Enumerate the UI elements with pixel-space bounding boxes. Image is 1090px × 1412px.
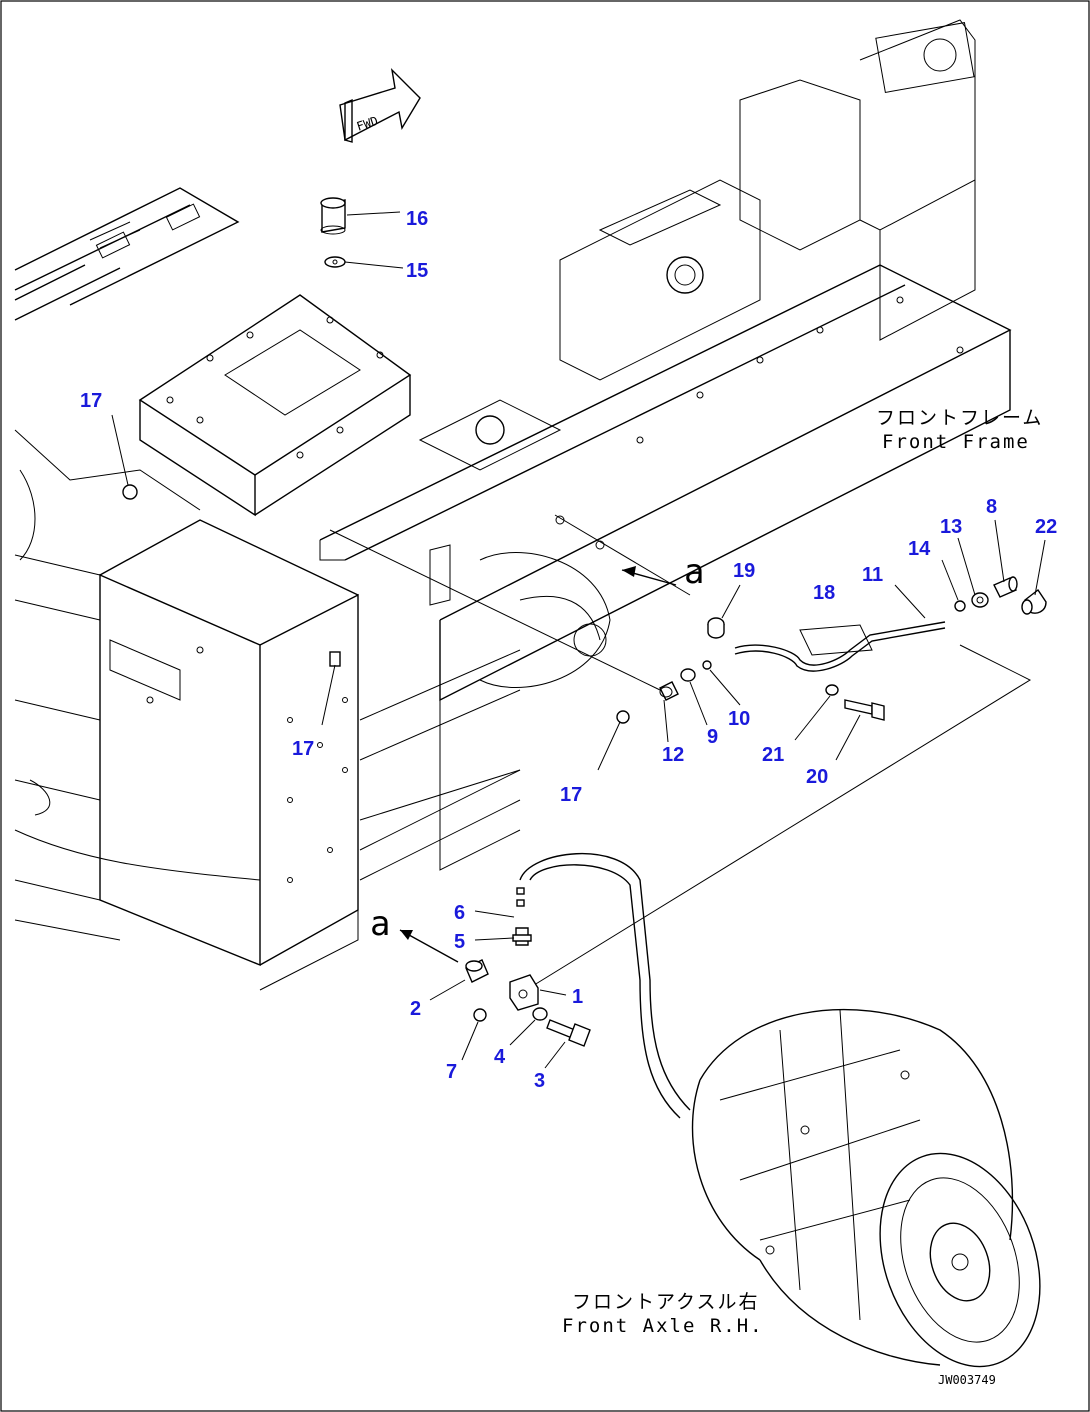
- callout-8: 8: [986, 496, 997, 518]
- plug-17a: [122, 484, 138, 500]
- callout-15: 15: [406, 260, 428, 282]
- section-mark-a-upper: a: [684, 552, 704, 592]
- callout-leaders: [111, 211, 1046, 1069]
- callout-17a: 17: [80, 390, 102, 412]
- fwd-arrow-label: FWD: [355, 114, 380, 134]
- callout-4: 4: [494, 1046, 506, 1068]
- callout-17b: 17: [292, 738, 314, 760]
- callout-5: 5: [454, 931, 465, 953]
- section-arrow-upper-icon: [621, 566, 677, 586]
- callout-10: 10: [728, 708, 750, 730]
- callout-12: 12: [662, 744, 684, 766]
- callout-2: 2: [410, 998, 421, 1020]
- section-mark-a-lower: a: [370, 904, 390, 944]
- callout-17c: 17: [560, 784, 582, 806]
- caption-front-axle-en: Front Axle R.H.: [562, 1315, 764, 1337]
- spacer-19: [707, 617, 725, 639]
- elbow-8: [993, 576, 1018, 598]
- callout-13: 13: [940, 516, 962, 538]
- callout-14: 14: [908, 538, 931, 560]
- callout-18: 18: [813, 582, 835, 604]
- block-1: [509, 974, 539, 1011]
- caption-front-frame-jp: フロントフレーム: [876, 407, 1043, 429]
- connector-12: [659, 681, 679, 701]
- bolt-3: [546, 1019, 591, 1047]
- callout-22: 22: [1035, 516, 1057, 538]
- washer-15: [324, 256, 346, 268]
- callout-6: 6: [454, 902, 465, 924]
- callout-3: 3: [534, 1070, 545, 1092]
- caption-front-frame-en: Front Frame: [882, 431, 1030, 453]
- brake-tube-11: [734, 621, 946, 672]
- plug-17b: [616, 710, 630, 724]
- mount-bracket-plate: [138, 294, 412, 517]
- callout-19: 19: [733, 560, 755, 582]
- drawing-code: JW003749: [938, 1373, 996, 1387]
- callout-1: 1: [572, 986, 583, 1008]
- connector-5: [512, 927, 532, 946]
- fwd-arrow-icon: FWD: [339, 67, 421, 143]
- rear-frame-block: [14, 429, 359, 991]
- washer-4: [532, 1007, 548, 1021]
- callout-16: 16: [406, 208, 428, 230]
- callout-20: 20: [806, 766, 828, 788]
- caption-front-axle-jp: フロントアクスル右: [572, 1291, 759, 1313]
- o-ring-6: [516, 887, 525, 907]
- spacer-2: [465, 959, 489, 983]
- mount-nut-icon-17c: [329, 651, 341, 667]
- rubber-mount-16: [320, 197, 346, 235]
- brake-hose: [519, 852, 691, 1111]
- callout-21: 21: [762, 744, 784, 766]
- washer-21: [825, 684, 839, 696]
- front-axle-rh: [691, 1008, 1041, 1368]
- plug-7: [473, 1008, 487, 1022]
- callout-11: 11: [862, 564, 883, 586]
- washer-10: [702, 660, 712, 670]
- left-frame-rails: [14, 187, 240, 321]
- nut-9: [680, 668, 696, 682]
- section-arrow-lower-icon: [399, 929, 459, 963]
- nut-13: [971, 592, 989, 608]
- front-frame-body: [319, 19, 1012, 881]
- callout-7: 7: [446, 1061, 457, 1083]
- callout-9: 9: [707, 726, 718, 748]
- bolt-20: [844, 699, 885, 721]
- elbow-22: [1021, 588, 1047, 615]
- o-ring-14: [954, 600, 966, 612]
